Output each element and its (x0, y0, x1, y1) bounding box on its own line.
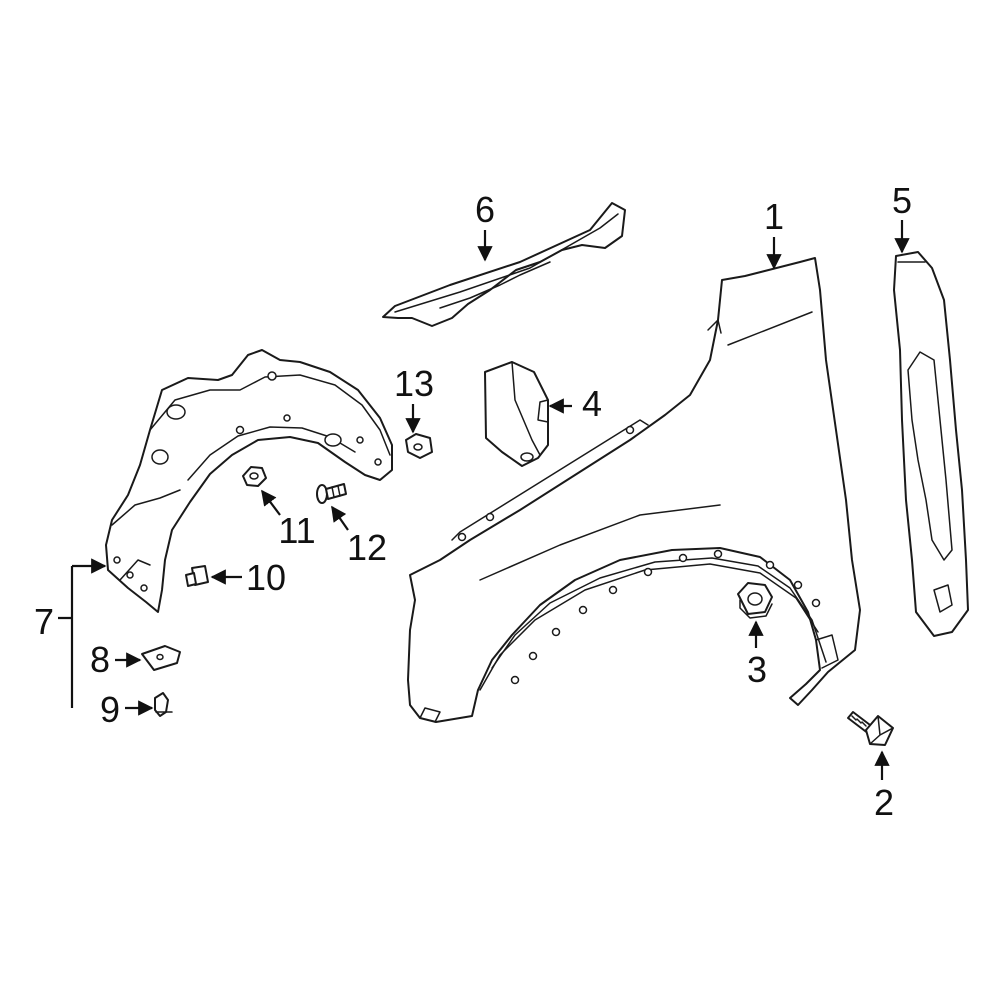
bracket-part (484, 361, 549, 467)
bolt-part (847, 711, 894, 746)
callout-5: 5 (892, 180, 912, 221)
push-pin-part (154, 692, 173, 717)
callout-3: 3 (747, 649, 767, 690)
callout-4: 4 (582, 383, 602, 424)
callout-7: 7 (34, 601, 54, 642)
clip-nut-part (141, 645, 181, 671)
fender-part (407, 257, 861, 723)
callout-12: 12 (347, 527, 387, 568)
leader-7-bracket (58, 566, 74, 708)
fastener-part (316, 483, 347, 504)
apron-seal-part (893, 251, 969, 637)
callout-13: 13 (394, 363, 434, 404)
callout-8: 8 (90, 639, 110, 680)
wheel-liner-part (105, 349, 393, 613)
callout-2: 2 (874, 782, 894, 823)
callout-labels: 1 2 3 4 5 6 7 8 9 10 11 12 13 (34, 180, 912, 823)
callout-10: 10 (246, 557, 286, 598)
leader-lines (58, 220, 910, 780)
clip-part (405, 433, 433, 459)
grommet-part (242, 466, 267, 487)
callout-11: 11 (278, 510, 315, 551)
leader-11 (261, 489, 281, 516)
screw-part (185, 565, 209, 587)
nut-part (737, 582, 773, 619)
cowl-seal-part (382, 202, 626, 327)
callout-1: 1 (764, 196, 784, 237)
callout-9: 9 (100, 689, 120, 730)
callout-6: 6 (475, 189, 495, 230)
leader-12 (331, 505, 349, 531)
